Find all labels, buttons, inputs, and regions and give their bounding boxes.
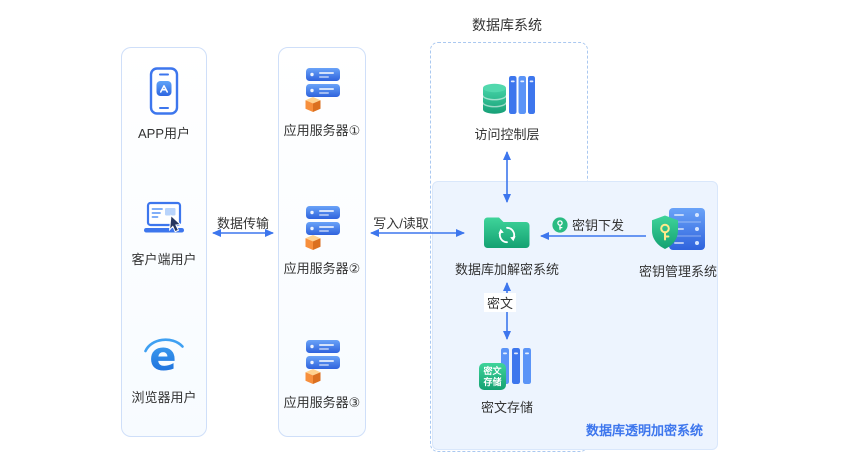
app-server-icon <box>305 340 340 384</box>
node-label-cipher-storage: 密文存储 <box>480 400 533 415</box>
node-app-server-2: 应用服务器② <box>262 203 382 277</box>
node-app-server-3: 应用服务器③ <box>262 337 382 411</box>
node-label-client-user: 客户端用户 <box>131 252 197 267</box>
edge-label-write-read: 写入/读取 <box>373 216 429 231</box>
app-server-icon <box>305 206 340 250</box>
folder-sync-icon <box>484 217 530 248</box>
node-app-server-1: 应用服务器① <box>262 65 382 139</box>
node-label-encryption-system: 数据库加解密系统 <box>454 262 559 277</box>
node-key-management: 密钥管理系统 <box>618 206 738 280</box>
edge-label-cipher: 密文 <box>483 293 517 312</box>
shield-key-server-icon <box>652 208 705 250</box>
node-access-control: 访问控制层 <box>447 73 567 143</box>
key-distribute-text: 密钥下发 <box>571 218 625 233</box>
node-app-user: APP用户 <box>104 66 224 142</box>
laptop-icon <box>144 201 184 233</box>
app-server-icon <box>305 68 340 112</box>
ie-browser-icon: e <box>144 334 184 380</box>
edge-label-data-transfer: 数据传输 <box>216 216 270 231</box>
phone-icon <box>149 67 179 115</box>
cipher-box-icon: 密文 存储 <box>479 344 535 390</box>
database-books-icon <box>482 76 535 114</box>
cipher-chip-line1: 密文 <box>483 365 502 376</box>
node-label-app-server-1: 应用服务器① <box>283 123 361 138</box>
node-label-app-server-3: 应用服务器③ <box>283 395 361 410</box>
node-label-app-user: APP用户 <box>137 126 190 141</box>
node-label-key-management: 密钥管理系统 <box>638 264 717 279</box>
cipher-chip-line2: 存储 <box>483 376 502 387</box>
app-servers-panel <box>278 47 366 437</box>
key-icon <box>552 216 568 233</box>
transparent-encryption-label: 数据库透明加密系统 <box>585 423 703 438</box>
cipher-chip: 密文 存储 <box>479 363 506 390</box>
node-encryption-system: 数据库加解密系统 <box>447 210 567 278</box>
node-browser-user: e 浏览器用户 <box>104 334 224 406</box>
edge-label-key-distribute: 密钥下发 <box>552 215 624 234</box>
node-cipher-storage: 密文 存储 密文存储 <box>447 344 567 416</box>
node-label-browser-user: 浏览器用户 <box>131 390 197 405</box>
node-label-access-control: 访问控制层 <box>474 127 540 142</box>
node-client-user: 客户端用户 <box>104 200 224 268</box>
database-system-title: 数据库系统 <box>472 17 542 33</box>
node-label-app-server-2: 应用服务器② <box>283 261 361 276</box>
